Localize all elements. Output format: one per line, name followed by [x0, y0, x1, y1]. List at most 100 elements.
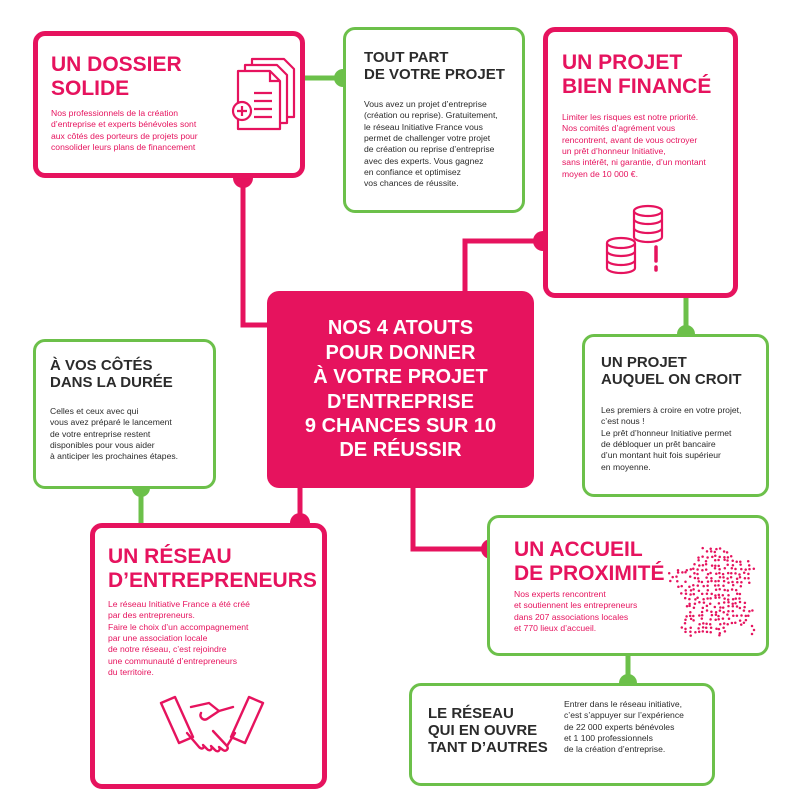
map-dot	[685, 569, 689, 572]
map-dot	[698, 614, 701, 617]
map-dot	[711, 555, 714, 559]
card-croit: UN PROJET AUQUEL ON CROIT Les premiers à…	[582, 334, 769, 497]
map-dot	[731, 602, 734, 605]
reseau-body: Le réseau Initiative France a été créé p…	[108, 599, 250, 678]
map-dot	[726, 622, 729, 626]
map-dot	[688, 602, 691, 606]
map-dot	[681, 571, 684, 574]
map-dot	[748, 581, 751, 585]
map-dot	[751, 609, 754, 612]
map-dot	[727, 601, 730, 604]
card-finance: UN PROJET BIEN FINANCÉ Limiter les risqu…	[543, 27, 738, 298]
map-dot	[708, 602, 712, 606]
map-dot	[747, 572, 750, 576]
map-dot	[717, 558, 720, 562]
ouvre-title: LE RÉSEAU QUI EN OUVRE TANT D’AUTRES	[428, 705, 548, 756]
map-dot	[723, 567, 727, 570]
map-dot	[721, 572, 725, 576]
map-dot	[746, 560, 750, 563]
map-dot	[700, 592, 704, 596]
map-dot	[722, 622, 726, 625]
map-dot	[680, 592, 683, 595]
map-dot	[722, 576, 725, 579]
map-dot	[713, 584, 717, 587]
map-dot	[731, 580, 734, 584]
map-dot	[718, 547, 722, 550]
map-dot	[742, 621, 746, 624]
map-dot	[730, 621, 734, 625]
map-dot	[689, 626, 692, 630]
map-dot	[693, 572, 696, 575]
map-dot	[747, 614, 750, 617]
map-dot	[689, 630, 692, 634]
map-dot	[696, 572, 699, 576]
map-dot	[693, 562, 696, 566]
map-dot	[717, 584, 720, 587]
map-dot	[752, 628, 756, 632]
map-dot	[734, 597, 738, 600]
map-dot	[700, 617, 704, 620]
map-dot	[721, 606, 725, 609]
map-dot	[705, 609, 709, 612]
map-dot	[692, 614, 695, 618]
map-dot	[698, 564, 701, 567]
map-dot	[750, 624, 754, 628]
tout-part-title: TOUT PART DE VOTRE PROJET	[364, 49, 505, 83]
accueil-title: UN ACCUEIL DE PROXIMITÉ	[514, 538, 665, 585]
map-dot	[692, 567, 695, 571]
map-dot	[730, 572, 733, 575]
map-dot	[718, 609, 722, 612]
map-dot	[747, 564, 751, 567]
map-dot	[701, 563, 705, 567]
map-dot	[714, 613, 718, 616]
map-dot	[689, 634, 692, 637]
map-dot	[688, 585, 691, 588]
map-dot	[731, 559, 734, 563]
map-dot	[732, 614, 735, 617]
map-dot	[726, 589, 730, 592]
map-dot	[705, 630, 709, 634]
connector-dossier	[240, 178, 267, 328]
map-dot	[727, 604, 730, 608]
finance-body: Limiter les risques est notre priorité. …	[562, 112, 706, 179]
map-dot	[704, 626, 708, 629]
map-dot	[717, 579, 720, 583]
map-dot	[718, 571, 721, 575]
map-dot	[689, 589, 693, 592]
map-dot	[739, 623, 743, 626]
map-dot	[727, 581, 730, 584]
map-dot	[722, 584, 725, 588]
map-dot	[739, 585, 743, 588]
map-dot	[738, 606, 742, 610]
map-dot	[729, 575, 733, 579]
map-dot	[684, 630, 687, 634]
map-dot	[726, 577, 729, 580]
connector-accueil	[410, 488, 491, 552]
map-dot	[700, 610, 704, 614]
map-dot	[717, 614, 720, 618]
map-dot	[734, 621, 737, 625]
map-dot	[723, 558, 726, 562]
map-dot	[714, 610, 718, 614]
card-reseau: UN RÉSEAU D’ENTREPRENEURS Le réseau Init…	[90, 523, 327, 789]
map-dot	[723, 597, 726, 600]
map-dot	[722, 550, 726, 553]
map-dot	[723, 555, 726, 559]
map-dot	[729, 555, 733, 558]
map-dot	[714, 588, 718, 591]
ouvre-body: Entrer dans le réseau initiative, c’est …	[564, 699, 684, 755]
map-dot	[709, 630, 712, 634]
map-dot	[702, 622, 705, 625]
map-dot	[684, 589, 687, 592]
map-dot	[710, 564, 714, 567]
map-dot	[702, 598, 705, 601]
map-dot	[713, 566, 717, 570]
map-dot	[701, 626, 705, 629]
map-dot	[726, 559, 729, 562]
map-dot	[715, 547, 718, 551]
map-dot	[738, 592, 742, 596]
map-dot	[706, 597, 709, 600]
map-dot	[704, 560, 708, 563]
map-dot	[706, 580, 710, 583]
map-dot	[692, 619, 695, 622]
